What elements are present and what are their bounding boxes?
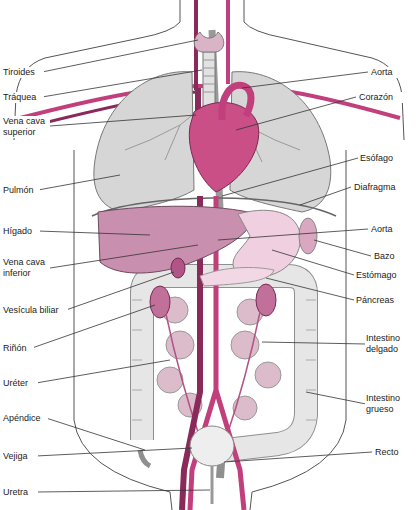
part-label: Tráquea [2,92,44,103]
part-label: Vena cava superior [2,116,50,138]
leader-line [300,187,351,205]
part-label: Vesícula biliar [2,305,68,316]
part-label: Vejiga [2,451,38,462]
part-label: Aorta [370,67,412,78]
leader-line [242,72,368,88]
part-label: Corazón [358,92,412,103]
part-label: Diafragma [353,182,413,193]
intestine-loop [233,396,257,420]
part-label: Riñón [2,343,34,354]
part-label: Vena cava inferior [2,257,50,279]
leader-line [66,272,174,310]
aortic-arch [222,85,251,120]
part-label: Esófago [359,153,413,164]
leader-line [272,250,354,275]
kidney [256,284,276,316]
trachea-rings [203,52,215,92]
leader-line [218,229,368,240]
part-label: Uréter [2,378,38,389]
appendix [140,450,150,466]
kidney [150,286,170,318]
urethra [211,466,214,504]
leader-line [50,245,198,268]
leader-line [262,342,366,344]
pancreas [200,268,274,286]
leader-line [50,115,196,126]
bladder [190,426,234,466]
part-label: Hígado [2,226,40,237]
part-label: Estómago [355,270,413,281]
thyroid [194,32,224,52]
leader-line [224,452,372,462]
part-label: Pulmón [2,185,40,196]
intestine-loop [255,362,281,388]
leader-line [236,97,356,130]
leader-line [36,448,192,456]
part-label: Intestino delgado [365,333,413,355]
part-label: Páncreas [355,295,413,306]
leader-line [38,231,150,235]
leader-line [306,392,366,404]
leader-line [36,360,170,383]
leader-lines [32,40,372,492]
part-label: Apéndice [2,413,48,424]
artery [226,0,230,84]
leader-line [36,490,210,492]
ureter [166,312,260,438]
part-label: Uretra [2,487,38,498]
left-lung [94,72,194,212]
leader-line [38,175,120,190]
leader-line [266,278,354,300]
part-label: Intestino grueso [365,393,413,415]
leader-line [42,70,202,97]
part-label: Aorta [370,224,412,235]
part-label: Recto [374,447,412,458]
leader-line [222,158,358,196]
part-label: Tiroides [2,67,44,78]
part-label: Bazo [373,251,411,262]
leader-line [46,418,145,450]
spleen [299,218,317,254]
leader-line [42,40,198,72]
gallbladder [171,258,185,278]
leader-line [314,240,371,256]
